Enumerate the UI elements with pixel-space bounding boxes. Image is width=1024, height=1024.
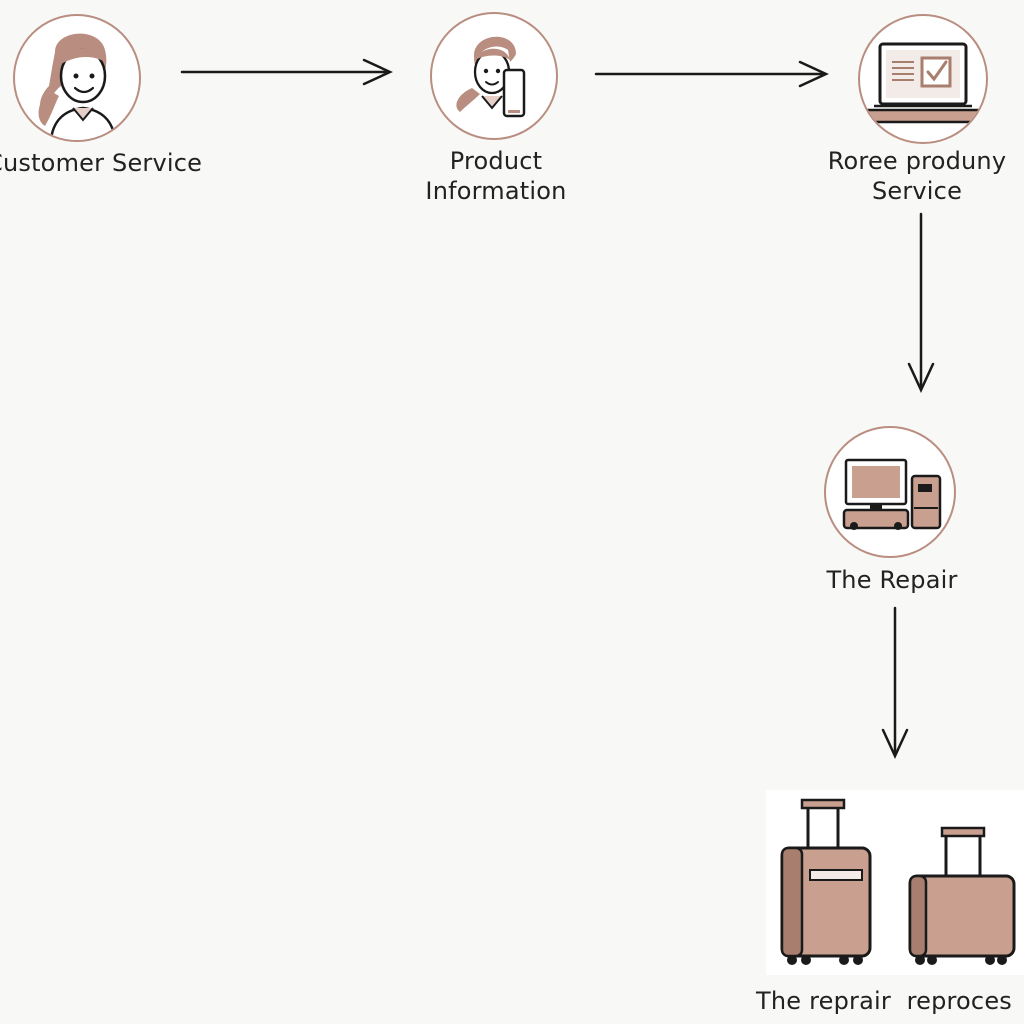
arrow-product-to-roree — [594, 60, 829, 88]
person-with-phone-icon — [430, 12, 558, 140]
customer-service-agent-icon — [13, 14, 141, 142]
luggage-suitcases-icon — [766, 790, 1024, 975]
laptop-checklist-icon — [858, 14, 988, 144]
repair-process-label: The reprair reproces — [756, 987, 1013, 1015]
customer-service-label: Customer Service — [0, 149, 203, 177]
computer-workstation-icon — [824, 426, 956, 558]
arrow-roree-to-repair — [907, 212, 935, 393]
arrow-customer-to-product — [180, 58, 393, 86]
product-information-label: Product Information — [425, 147, 567, 205]
roree-service-label: Roree produny Service — [827, 147, 1007, 205]
the-repair-label: The Repair — [826, 566, 958, 594]
arrow-repair-to-process — [881, 606, 909, 759]
